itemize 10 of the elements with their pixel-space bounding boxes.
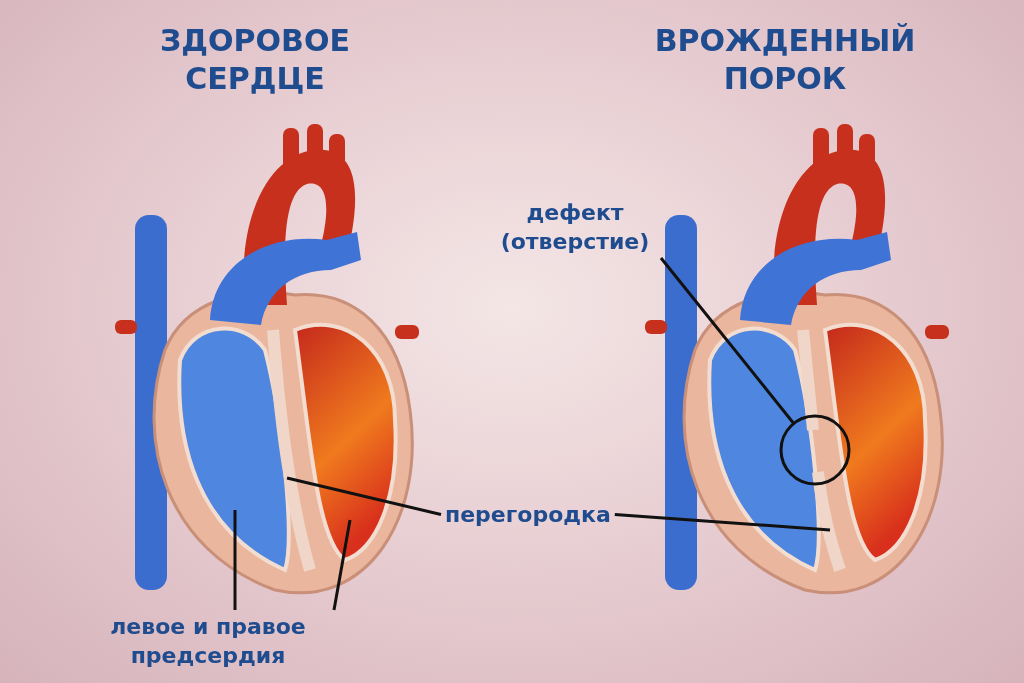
- leader-line: [286, 476, 442, 516]
- annotation-label: перегородка: [445, 500, 611, 529]
- leader-line: [332, 519, 352, 611]
- annotation-label: левое и правое предсердия: [78, 612, 338, 670]
- panel-heading: ВРОЖДЕННЫЙ ПОРОК: [653, 22, 917, 98]
- leader-line: [233, 510, 237, 610]
- annotation-label: дефект (отверстие): [485, 198, 665, 256]
- panel-heading: ЗДОРОВОЕ СЕРДЦЕ: [159, 22, 351, 98]
- highlight-circle: [779, 414, 851, 486]
- leader-line: [614, 513, 831, 532]
